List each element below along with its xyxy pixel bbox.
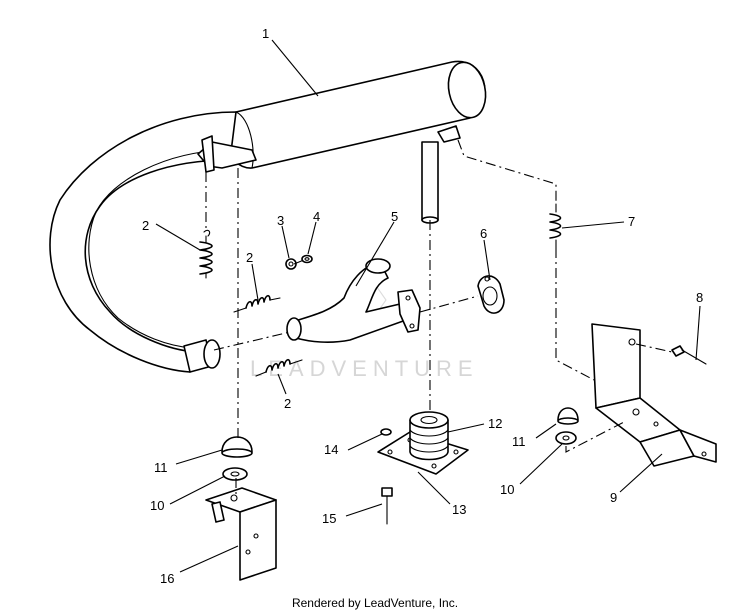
leader-lines (155, 39, 701, 573)
callout-3: 3 (277, 213, 284, 228)
callout-15: 15 (322, 511, 336, 526)
callout-8: 8 (696, 290, 703, 305)
right-bracket (591, 323, 717, 467)
callout-11-left: 11 (154, 460, 168, 475)
rubber-mount-left (221, 436, 253, 458)
washer-right (555, 431, 577, 445)
callout-9: 9 (610, 490, 617, 505)
callout-2-middle: 2 (246, 250, 253, 265)
left-bracket (205, 487, 277, 581)
callout-2-left: 2 (142, 218, 149, 233)
callout-6: 6 (480, 226, 487, 241)
washer-left (222, 467, 248, 481)
spring-middle-upper (233, 294, 281, 313)
callout-10-left: 10 (150, 498, 164, 513)
spring-right (549, 203, 562, 249)
nut (285, 258, 297, 270)
washer (301, 254, 313, 264)
pin (671, 345, 707, 365)
callout-7: 7 (628, 214, 635, 229)
callout-2-bottom: 2 (284, 396, 291, 411)
muffler (49, 60, 487, 373)
exhaust-manifold (286, 258, 421, 343)
screw (381, 487, 393, 525)
callout-11-right: 11 (512, 434, 526, 449)
callout-labels: 1 2 2 2 3 4 5 6 7 8 9 10 10 11 11 12 13 … (142, 26, 703, 586)
spring-left (199, 229, 213, 279)
callout-12: 12 (488, 416, 502, 431)
callout-4: 4 (313, 209, 320, 224)
alignment-lines (205, 139, 673, 496)
footer-credit: Rendered by LeadVenture, Inc. (291, 596, 459, 610)
callout-5: 5 (391, 209, 398, 224)
callout-10-right: 10 (500, 482, 514, 497)
small-washer (380, 428, 392, 436)
callout-14: 14 (324, 442, 338, 457)
spring-middle-lower (255, 358, 303, 377)
rubber-grommet (409, 411, 449, 461)
callout-16: 16 (160, 571, 174, 586)
gasket (477, 275, 505, 314)
callout-1: 1 (262, 26, 269, 41)
rubber-mount-right (557, 407, 579, 425)
callout-13: 13 (452, 502, 466, 517)
watermark-text: LEADVENTURE (250, 356, 479, 381)
